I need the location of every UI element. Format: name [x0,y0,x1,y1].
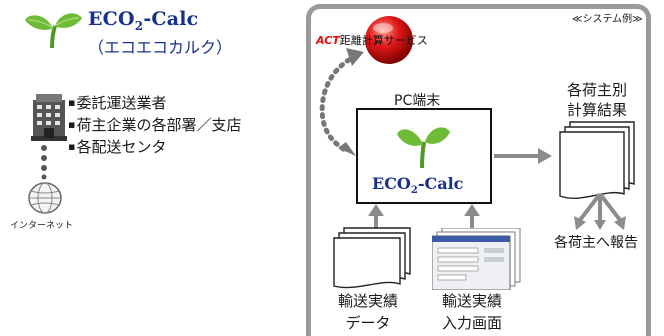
results-title: 各荷主別 計算結果 [566,81,627,119]
globe-icon [28,182,62,214]
bullet: ▪ [68,118,76,131]
seedling-icon [397,127,450,169]
brand-title: ECO2-Calc [88,8,199,33]
system-panel [306,4,651,336]
stakeholder-item: ▪荷主企業の各部署／支店 [68,116,242,134]
act-service-label: ACT距離計算サービス [316,34,428,47]
report-arrows [574,192,626,230]
pc-app-name: ECO2-Calc [372,174,464,197]
stakeholder-item: ▪委託運送業者 [68,94,167,112]
act-pc-connector [319,48,364,156]
bullet: ▪ [68,96,76,109]
input-data-label: 輸送実績 データ [337,292,398,332]
arrow-screen-to-pc [464,204,480,230]
input-screen-window-stack [432,228,521,290]
connection-dots [41,145,47,180]
report-label: 各荷主へ報告 [554,235,638,251]
stakeholder-list: ▪委託運送業者 ▪荷主企業の各部署／支店 ▪各配送センタ [68,92,241,158]
arrow-to-results [494,148,552,164]
red-sphere-icon [365,16,413,64]
brand-reading: （エコエコカルク） [88,38,233,57]
seedling-logo-icon [25,13,82,49]
bullet: ▪ [68,140,76,153]
internet-label: インターネット [10,221,74,231]
input-screen-label: 輸送実績 入力画面 [441,292,502,332]
stakeholder-item: ▪各配送センタ [68,138,167,156]
input-data-document-stack [333,227,411,289]
pc-terminal-label: PC端末 [394,93,441,109]
system-example-label: ≪システム例≫ [572,14,643,25]
building-icon [31,94,67,141]
results-document-stack [559,121,635,199]
